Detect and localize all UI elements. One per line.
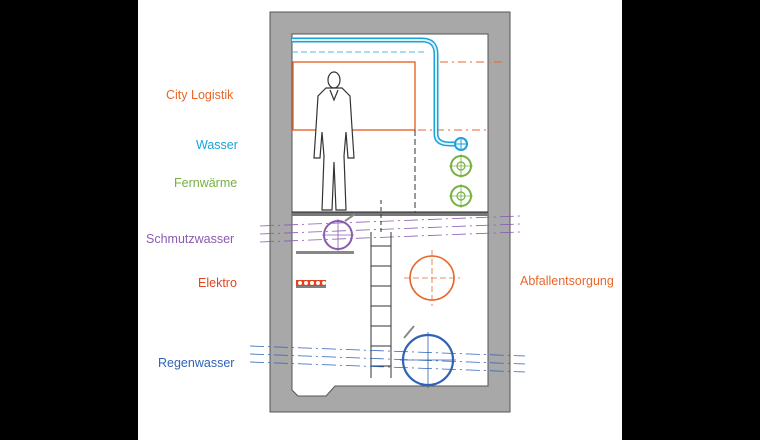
storm-water-pipe	[249, 325, 526, 388]
access-ladder	[370, 200, 392, 378]
label-elektro: Elektro	[198, 276, 237, 290]
intermediate-floor	[292, 212, 488, 216]
label-wasser: Wasser	[196, 138, 238, 152]
label-fernwaerme: Fernwärme	[174, 176, 238, 190]
label-city-logistik: City Logistik	[166, 88, 234, 102]
waste-water-pipe	[259, 213, 521, 251]
district-heating-pipes	[449, 154, 473, 208]
label-schmutzwasser: Schmutzwasser	[146, 232, 235, 246]
label-regenwasser: Regenwasser	[158, 356, 235, 370]
person-figure	[313, 71, 355, 211]
left-letterbox	[0, 0, 138, 440]
electrical-cable-tray	[296, 280, 326, 288]
city-logistik-frame	[292, 61, 416, 131]
tunnel-outer-wall	[269, 11, 511, 413]
right-letterbox	[622, 0, 760, 440]
waste-disposal-pipe	[404, 250, 460, 306]
label-abfallentsorgung: Abfallentsorgung	[520, 274, 614, 288]
